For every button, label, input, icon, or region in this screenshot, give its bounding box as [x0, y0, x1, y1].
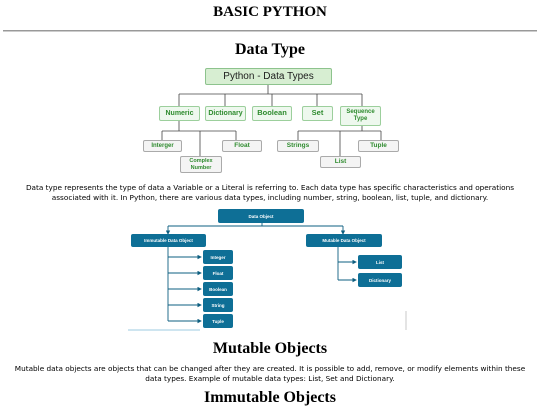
header-divider: [3, 30, 537, 32]
data-object-diagram: Data Object Immutable Data Object Mutabl…: [128, 206, 410, 332]
tree-node-complex-number: Complex Number: [180, 156, 222, 173]
tree-node-list: List: [320, 156, 361, 168]
tree-node-float: Float: [222, 140, 262, 152]
data-object-root-node: Data Object: [218, 209, 304, 223]
immutable-item-tuple: Tuple: [203, 314, 233, 328]
tree-connectors: [161, 85, 382, 156]
data-type-heading: Data Type: [234, 41, 306, 58]
tree-node-dictionary: Dictionary: [205, 106, 246, 121]
mutable-objects-description: Mutable data objects are objects that ca…: [14, 364, 526, 383]
immutable-item-integer: Integer: [203, 250, 233, 264]
immutable-item-string: String: [203, 298, 233, 312]
tree-node-tuple: Tuple: [358, 140, 399, 152]
immutable-object-node: Immutable Data Object: [131, 234, 206, 247]
tree-node-set: Set: [302, 106, 333, 121]
tree-node-integer: Interger: [143, 140, 182, 152]
immutable-objects-heading: Immutable Objects: [204, 389, 336, 406]
mutable-objects-heading: Mutable Objects: [212, 340, 328, 357]
immutable-item-float: Float: [203, 266, 233, 280]
tree-root-node: Python - Data Types: [205, 68, 332, 85]
tree-node-numeric: Numeric: [159, 106, 200, 121]
mutable-item-list: List: [358, 255, 402, 269]
data-type-description: Data type represents the type of data a …: [25, 183, 515, 202]
data-types-tree-diagram: Python - Data Types Numeric Dictionary B…: [0, 0, 540, 180]
immutable-item-boolean: Boolean: [203, 282, 233, 296]
tree-node-sequence-type: Sequence Type: [340, 106, 381, 126]
tree-node-strings: Strings: [277, 140, 319, 152]
object-connectors: [128, 223, 407, 331]
mutable-object-node: Mutable Data Object: [306, 234, 382, 247]
tree-node-boolean: Boolean: [252, 106, 292, 121]
mutable-item-dictionary: Dictionary: [358, 273, 402, 287]
page-title: BASIC PYTHON: [213, 4, 327, 20]
